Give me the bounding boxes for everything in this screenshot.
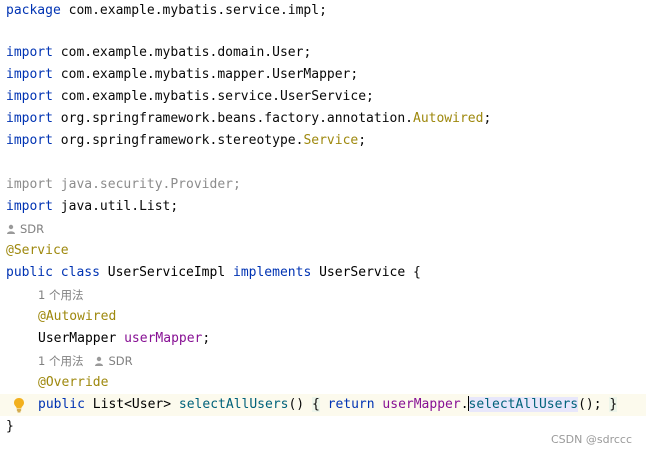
- code-line-import-4[interactable]: import org.springframework.beans.factory…: [0, 108, 646, 130]
- watermark: CSDN @sdrccc: [551, 433, 632, 446]
- method-declaration: public List<User> selectAllUsers() { ret…: [38, 396, 618, 412]
- import-statement: import org.springframework.beans.factory…: [6, 111, 492, 126]
- import-statement: import com.example.mybatis.domain.User;: [6, 45, 312, 60]
- import-statement: import java.util.List;: [6, 199, 179, 214]
- code-line-method-declaration[interactable]: public List<User> selectAllUsers() { ret…: [0, 394, 646, 416]
- method-call: selectAllUsers: [468, 397, 579, 412]
- code-line-field-annotation[interactable]: @Autowired: [0, 306, 646, 328]
- closing-brace: }: [6, 419, 14, 434]
- code-line-method-annotation[interactable]: @Override: [0, 372, 646, 394]
- text-caret: [467, 396, 469, 411]
- class-declaration: public class UserServiceImpl implements …: [6, 265, 421, 280]
- code-line-import-5[interactable]: import org.springframework.stereotype.Se…: [0, 130, 646, 152]
- lightbulb-icon[interactable]: [13, 397, 25, 413]
- field-declaration: UserMapper userMapper;: [38, 331, 211, 346]
- code-line-import-2[interactable]: import com.example.mybatis.mapper.UserMa…: [0, 64, 646, 86]
- inlay-hint-usages-2[interactable]: 1 个用法 SDR: [0, 350, 646, 372]
- person-icon: [7, 224, 15, 234]
- code-line-import-1[interactable]: import com.example.mybatis.domain.User;: [0, 42, 646, 64]
- usages-author-hint[interactable]: 1 个用法 SDR: [38, 354, 133, 368]
- code-line-import-3[interactable]: import com.example.mybatis.service.UserS…: [0, 86, 646, 108]
- code-line-closing-brace[interactable]: }: [0, 416, 646, 438]
- inlay-hint-usages-1[interactable]: 1 个用法: [0, 284, 646, 306]
- field-annotation: @Autowired: [38, 309, 117, 324]
- import-statement: import com.example.mybatis.service.UserS…: [6, 89, 374, 104]
- inlay-hint-author[interactable]: SDR: [0, 218, 646, 240]
- code-line-class-annotation[interactable]: @Service: [0, 240, 646, 262]
- code-line-package[interactable]: package com.example.mybatis.service.impl…: [0, 0, 646, 22]
- method-annotation: @Override: [38, 375, 109, 390]
- person-icon: [95, 356, 104, 366]
- package-statement: package com.example.mybatis.service.impl…: [6, 3, 327, 18]
- class-annotation: @Service: [6, 243, 69, 258]
- code-line-class-declaration[interactable]: public class UserServiceImpl implements …: [0, 262, 646, 284]
- author-hint[interactable]: SDR: [6, 218, 44, 240]
- code-line-field-declaration[interactable]: UserMapper userMapper;: [0, 328, 646, 350]
- code-line-import-list[interactable]: import java.util.List;: [0, 196, 646, 218]
- import-statement: import com.example.mybatis.mapper.UserMa…: [6, 67, 359, 82]
- usages-hint[interactable]: 1 个用法: [38, 288, 84, 302]
- import-statement: import org.springframework.stereotype.Se…: [6, 133, 367, 148]
- close-brace: }: [609, 397, 618, 412]
- unused-import-statement: import java.security.Provider;: [6, 177, 241, 192]
- open-brace: {: [311, 397, 320, 412]
- code-line-unused-import[interactable]: import java.security.Provider;: [0, 174, 646, 196]
